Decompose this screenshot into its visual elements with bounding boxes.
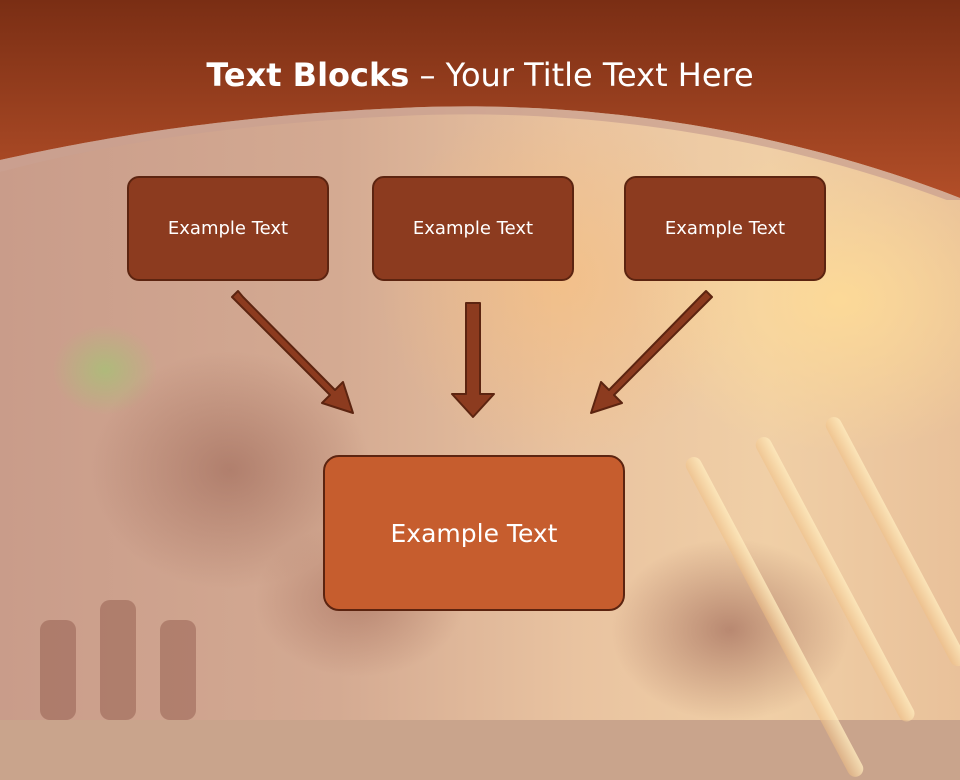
arrow-down-right-icon: [231, 290, 354, 414]
text-block-main[interactable]: Example Text: [323, 455, 625, 611]
grill-shadow: [40, 620, 76, 720]
grill-shadow: [160, 620, 196, 720]
title-bold: Text Blocks: [206, 56, 410, 94]
grill-shadow: [100, 600, 136, 720]
arrow-down-left-icon: [590, 290, 713, 414]
text-block-left[interactable]: Example Text: [127, 176, 329, 281]
title-rest: – Your Title Text Here: [409, 56, 754, 94]
text-block-label: Example Text: [664, 218, 786, 239]
text-block-main-label: Example Text: [390, 518, 558, 548]
arrow-down-icon: [451, 302, 495, 418]
text-block-center[interactable]: Example Text: [372, 176, 574, 281]
header-banner: [0, 0, 960, 200]
text-block-right[interactable]: Example Text: [624, 176, 826, 281]
text-block-label: Example Text: [167, 218, 289, 239]
text-block-label: Example Text: [412, 218, 534, 239]
arrows-group: [231, 290, 713, 418]
slide-title: Text Blocks – Your Title Text Here: [0, 53, 960, 97]
